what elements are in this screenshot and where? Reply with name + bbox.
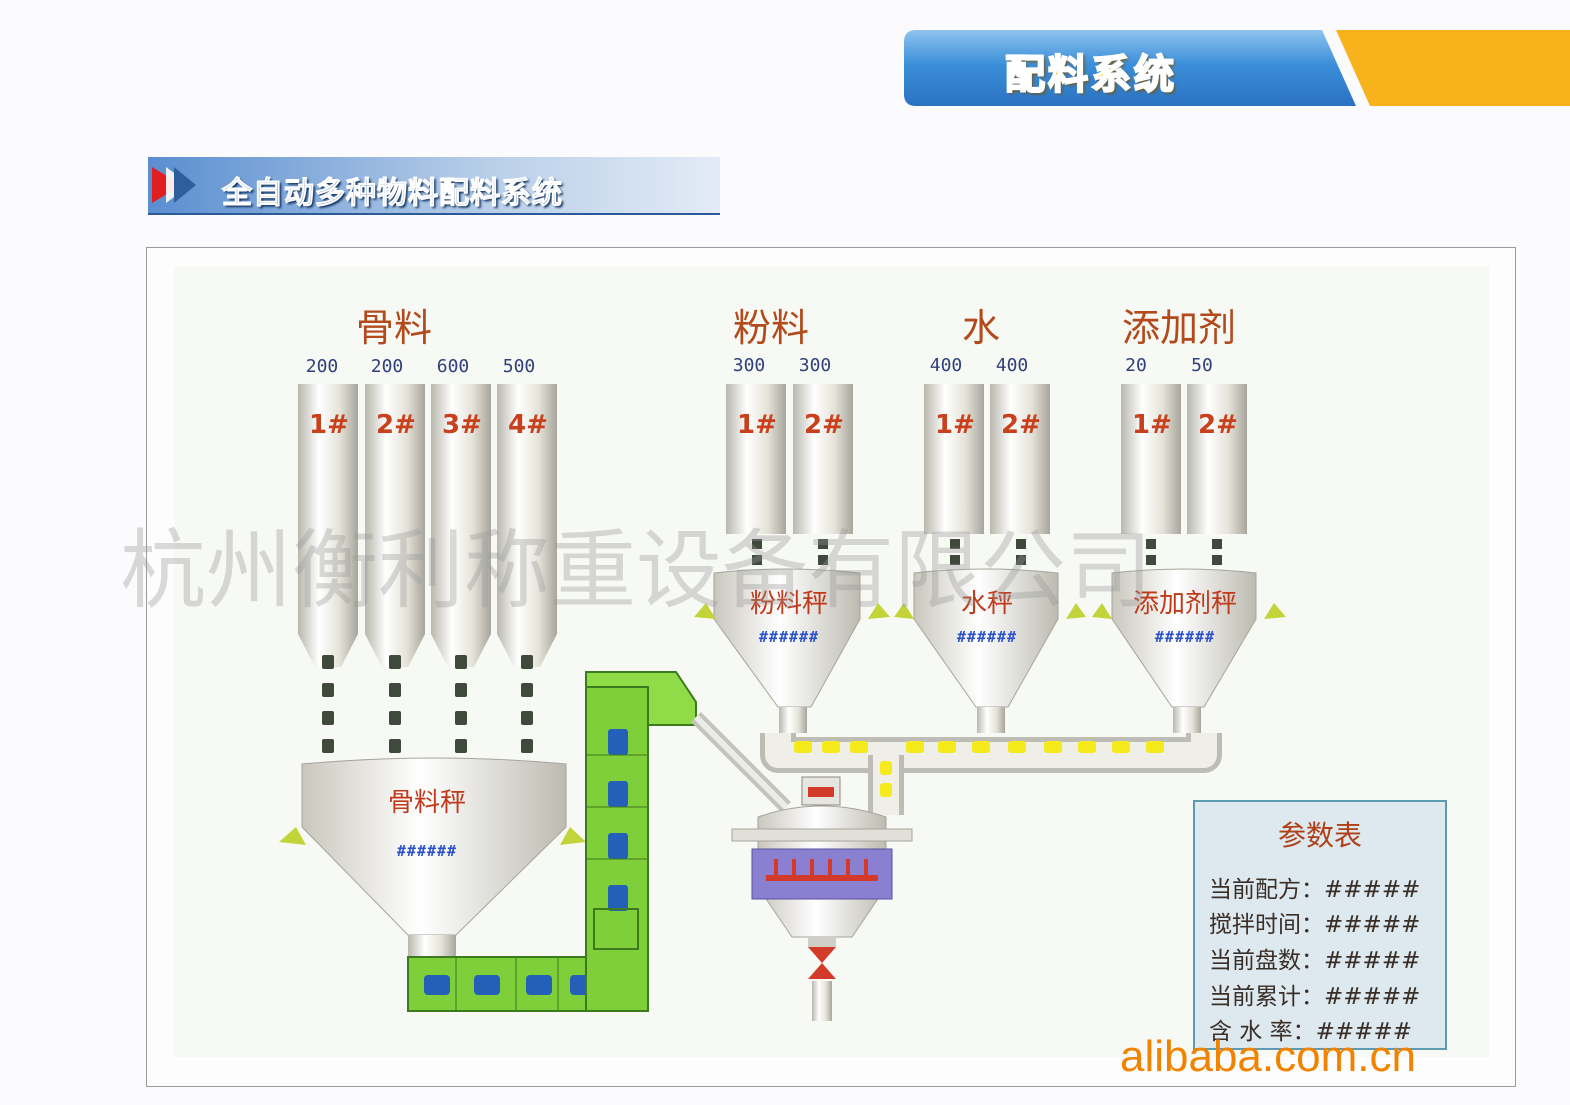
water-capacity-1: 400 [929, 355, 963, 376]
section-title-bar [148, 157, 720, 215]
group-title-water: 水 [962, 306, 1001, 350]
header-banner [904, 30, 1570, 106]
banner-title: 配料系统 [1004, 51, 1177, 99]
aggregate-silos [298, 384, 557, 667]
param-row-moisture: 含 水 率：##### [1209, 1012, 1412, 1046]
group-title-aggregate: 骨料 [356, 306, 433, 350]
param-row-mix-time: 搅拌时间：##### [1209, 905, 1420, 939]
parameter-table: 参数表 当前配方：##### 搅拌时间：##### 当前盘数：##### 当前累… [1193, 800, 1447, 1050]
water-silos [894, 384, 1086, 733]
site-logo: alibaba.com.cn [1120, 1032, 1416, 1081]
additive-capacity-2: 50 [1191, 355, 1213, 376]
aggregate-capacity-1: 200 [305, 356, 339, 377]
powder-silo-2: 2# [804, 410, 844, 440]
aggregate-feed-gates [322, 655, 533, 753]
additive-scale-value: ###### [1154, 628, 1216, 646]
param-value: ##### [1324, 948, 1421, 974]
param-row-batch-count: 当前盘数：##### [1209, 941, 1420, 975]
powder-capacity-1: 300 [732, 355, 766, 376]
aggregate-capacity-3: 600 [436, 356, 470, 377]
parameter-table-title: 参数表 [1277, 819, 1362, 852]
aggregate-silo-3: 3# [442, 410, 482, 440]
silo [497, 384, 557, 667]
aggregate-silo-4: 4# [508, 410, 548, 440]
aggregate-capacity-4: 500 [502, 356, 536, 377]
aggregate-silo-1: 1# [309, 410, 349, 440]
param-value: ##### [1324, 912, 1421, 938]
mixer [731, 776, 913, 1021]
aggregate-capacity-2: 200 [370, 356, 404, 377]
aggregate-scale-label: 骨料秤 [387, 788, 466, 818]
company-watermark: 杭州衡利称重设备有限公司 [120, 521, 1152, 621]
water-silo-1: 1# [935, 410, 975, 440]
param-row-recipe: 当前配方：##### [1209, 870, 1420, 904]
param-value: ##### [1315, 1019, 1412, 1045]
water-capacity-2: 400 [995, 355, 1029, 376]
powder-scale-value: ###### [758, 628, 820, 646]
group-title-powder: 粉料 [733, 306, 810, 350]
param-label: 含 水 率： [1209, 1019, 1316, 1045]
water-scale-label: 水秤 [960, 589, 1013, 619]
additive-capacity-1: 20 [1125, 355, 1147, 376]
param-value: ##### [1324, 877, 1421, 903]
water-scale-value: ###### [956, 628, 1018, 646]
group-title-additive: 添加剂 [1122, 306, 1237, 350]
silo [298, 384, 358, 667]
powder-scale-label: 粉料秤 [749, 589, 828, 619]
bucket-elevator [585, 671, 791, 1012]
param-label: 当前盘数： [1209, 948, 1324, 974]
additive-silo-2: 2# [1198, 410, 1238, 440]
section-title: 全自动多种物料配料系统 [222, 176, 563, 212]
additive-silos [1092, 384, 1286, 733]
aggregate-scale-value: ###### [396, 842, 458, 860]
additive-silo-1: 1# [1132, 410, 1172, 440]
param-label: 当前累计： [1209, 984, 1324, 1010]
param-label: 当前配方： [1209, 877, 1324, 903]
aggregate-scale-hopper [279, 757, 586, 957]
collection-pipe [760, 733, 1222, 815]
powder-silos [694, 384, 890, 733]
powder-silo-1: 1# [737, 410, 777, 440]
aggregate-silo-2: 2# [376, 410, 416, 440]
param-label: 搅拌时间： [1209, 912, 1324, 938]
param-row-total: 当前累计：##### [1209, 977, 1420, 1011]
additive-scale-label: 添加剂秤 [1132, 589, 1237, 619]
silo [431, 384, 491, 667]
water-silo-2: 2# [1001, 410, 1041, 440]
param-value: ##### [1324, 984, 1421, 1010]
powder-capacity-2: 300 [798, 355, 832, 376]
silo [365, 384, 425, 667]
